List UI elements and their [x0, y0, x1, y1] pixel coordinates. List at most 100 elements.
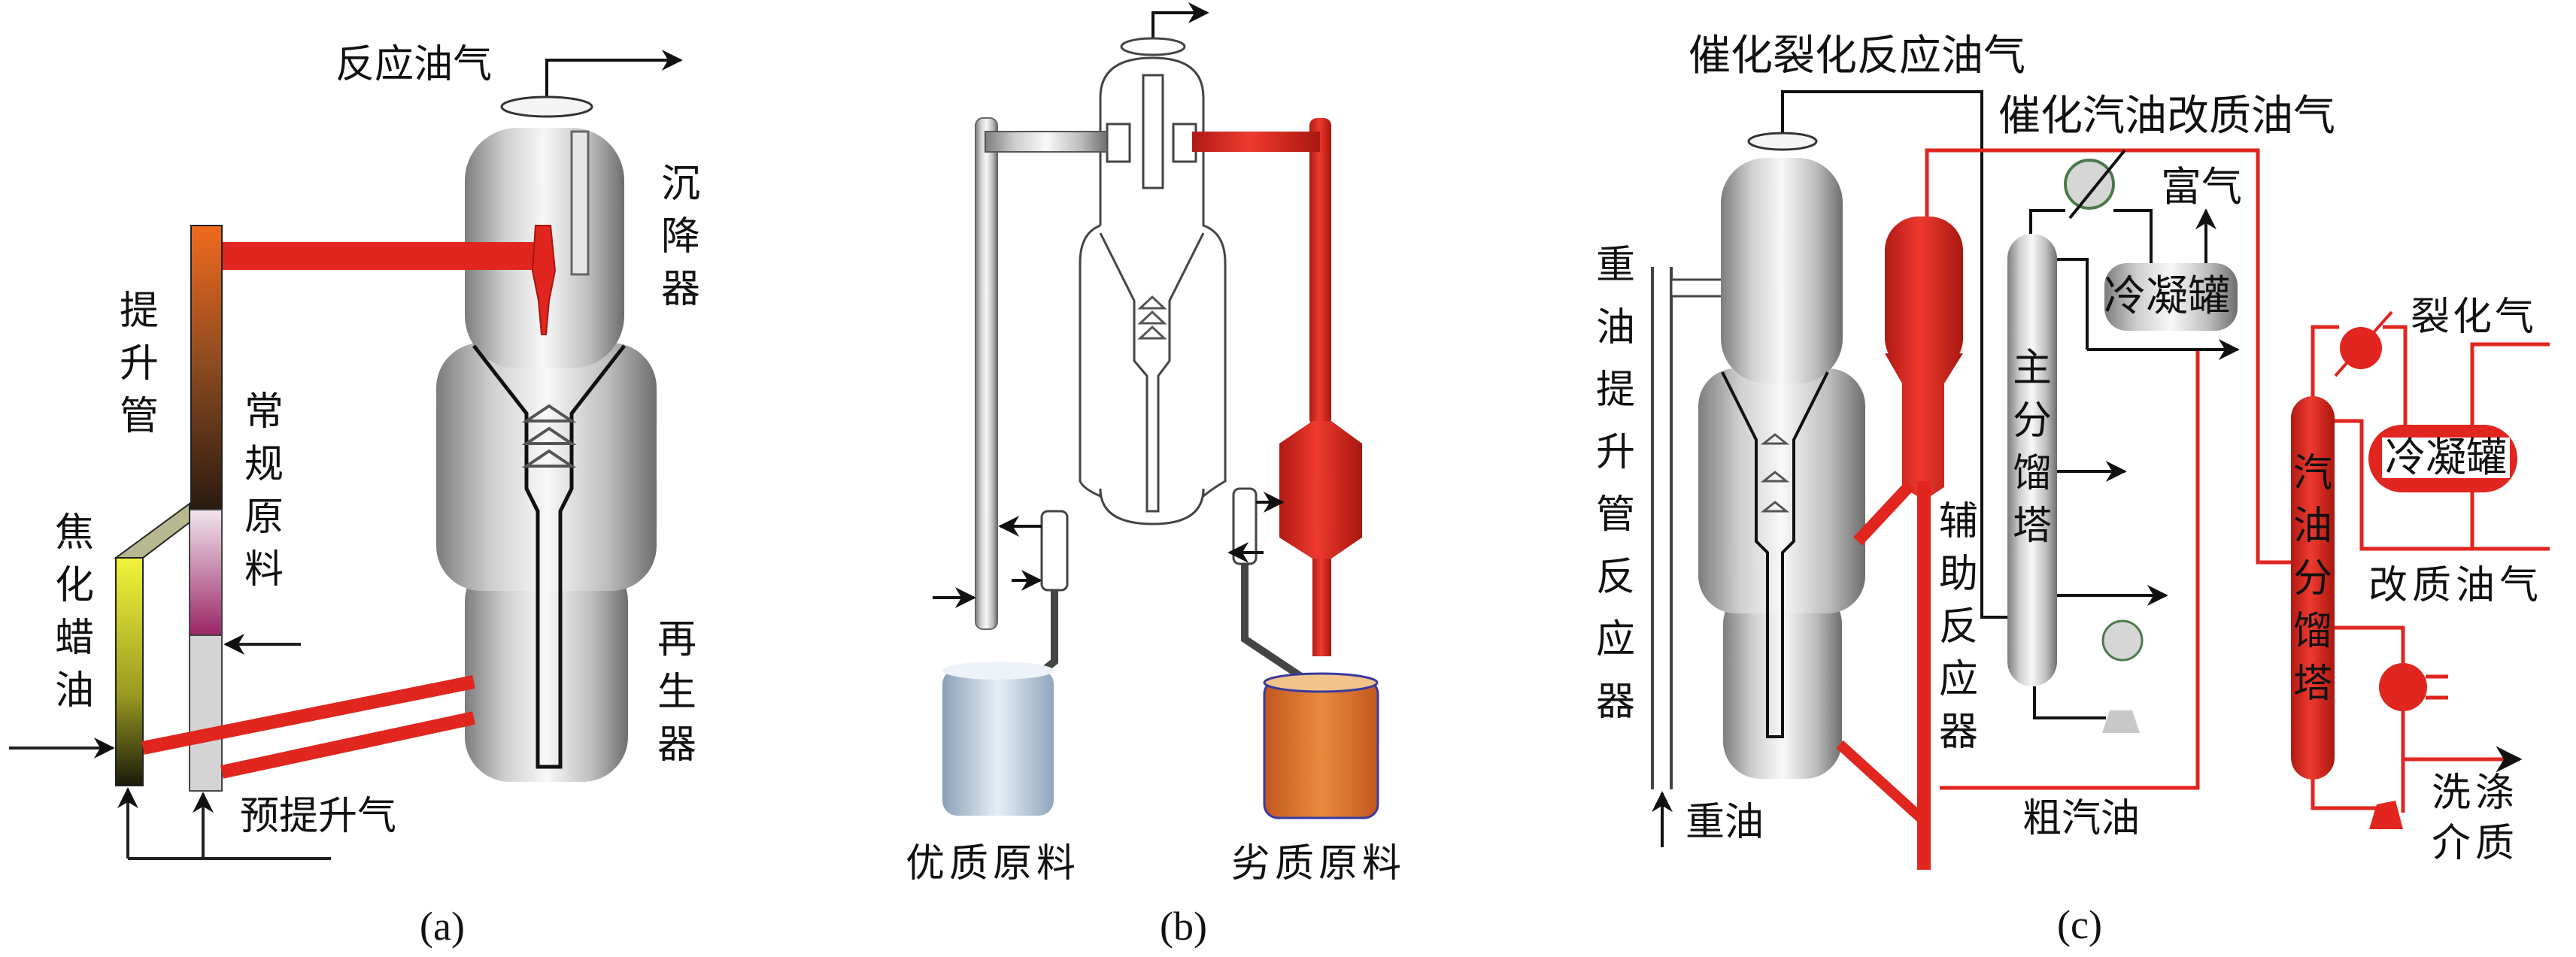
label-gasoline-fractionator: 汽油分馏塔 [2290, 454, 2335, 717]
label-washing-medium-1: 洗涤 [2432, 771, 2520, 816]
label-conventional-feed: 常规原料 [241, 392, 287, 603]
cyclone [570, 130, 590, 276]
c-reactor-middle-body [1698, 368, 1865, 613]
c-bottom-line [2311, 780, 2377, 810]
vertical-label-char: 塔 [2292, 662, 2332, 707]
vertical-label-char: 料 [244, 547, 284, 592]
vertical-label-char: 塔 [2012, 504, 2052, 549]
c-lower-exchanger-nozzles [2426, 674, 2448, 700]
b-baffle-3 [1137, 325, 1167, 340]
vertical-label-char: 常 [244, 389, 284, 435]
vertical-label-char: 管 [119, 394, 159, 439]
caption-c: (c) [2057, 902, 2102, 947]
coker-gas-oil-riser [115, 557, 144, 786]
c-side-line-to-tank [2335, 419, 2550, 551]
vertical-label-char: 应 [1595, 617, 1635, 662]
label-crude-gasoline: 粗汽油 [2022, 796, 2141, 841]
settler-internal-funnel [472, 344, 626, 769]
b-baffle-2 [1137, 310, 1167, 325]
c-bottom-pump-red [2369, 801, 2403, 829]
b-reactor-outline [1079, 56, 1227, 525]
b-grey-riser [975, 117, 998, 630]
c-condenser-tank-1 [2104, 263, 2238, 331]
vertical-label-char: 分 [2292, 556, 2332, 601]
c-top-flange [1747, 132, 1818, 151]
vertical-label-char: 降 [660, 214, 700, 259]
vertical-label-char: 器 [657, 722, 696, 768]
panel-a [9, 50, 683, 860]
label-coker-gas-oil: 焦化蜡油 [52, 513, 97, 724]
vertical-label-char: 器 [1595, 680, 1635, 725]
vertical-label-char: 重 [1595, 243, 1635, 288]
label-auxiliary-reactor: 辅助反应器 [1936, 502, 1981, 765]
caption-a: (a) [420, 904, 465, 949]
c-aux-feed-diagonal-2 [1836, 740, 1926, 824]
b-top-flange [1120, 37, 1186, 56]
b-outlet-line [1151, 2, 1209, 41]
c-gasoline-fractionator [2291, 396, 2335, 780]
regenerated-catalyst-line-2 [220, 711, 475, 779]
riser-outlet-red-pipe [222, 242, 542, 270]
label-heavy-oil-riser-reactor: 重油提升管反应器 [1593, 246, 1638, 745]
baffle-2 [521, 426, 577, 445]
vertical-label-char: 提 [1595, 368, 1635, 413]
vertical-label-char: 器 [1938, 710, 1978, 755]
vertical-label-char: 油 [2292, 504, 2332, 549]
vertical-label-char: 油 [1595, 305, 1635, 350]
label-heavy-oil: 重油 [1685, 800, 1764, 845]
c-top-loop-line [2311, 325, 2408, 425]
label-high-quality-feed: 优质原料 [906, 841, 1081, 886]
c-overhead-condenser [2064, 159, 2115, 210]
vertical-label-char: 反 [1938, 604, 1978, 650]
regenerated-catalyst-line-1 [141, 675, 475, 755]
b-red-vessel [1279, 421, 1362, 559]
vertical-label-char: 再 [657, 617, 696, 662]
baffle-3 [521, 449, 577, 468]
vertical-label-char: 升 [119, 341, 159, 386]
b-red-riser [1309, 118, 1331, 426]
riser-red-nozzle [531, 225, 557, 335]
b-left-stripper [1040, 510, 1069, 592]
label-fcc-reaction-oil-gas: 催化裂化反应油气 [1689, 32, 2025, 80]
label-cracked-gas: 裂化气 [2411, 295, 2538, 340]
c-reboiler [2101, 619, 2144, 662]
vertical-label-char: 油 [54, 668, 94, 713]
label-condenser-tank-1: 冷凝罐 [2104, 272, 2230, 321]
vertical-label-char: 反 [1595, 555, 1635, 600]
c-reaction-gas-line [1781, 90, 2007, 619]
vertical-label-char: 沉 [660, 162, 700, 207]
vertical-label-char: 升 [1595, 430, 1635, 475]
vertical-label-char: 馏 [2292, 609, 2332, 654]
vertical-label-char: 焦 [54, 510, 94, 556]
c-aux-reactor-neck [1885, 353, 1963, 496]
c-baffle-2 [1760, 471, 1790, 483]
c-aux-reactor-tube [1917, 481, 1931, 870]
vertical-label-char: 化 [54, 563, 94, 608]
vertical-label-char: 器 [660, 267, 700, 312]
label-pre-lift-gas: 预提升气 [240, 794, 397, 839]
c-cracked-gas-line [2470, 342, 2550, 425]
c-main-fractionator [2007, 234, 2057, 686]
vertical-label-char: 原 [244, 495, 284, 540]
c-bottom-pump-line [2033, 686, 2106, 719]
settler-top-flange [500, 95, 593, 118]
good-feed-cylinder [942, 669, 1054, 816]
good-feed-cylinder-top [942, 662, 1054, 680]
label-regenerator: 再生器 [654, 620, 699, 778]
c-baffle-1 [1760, 433, 1790, 445]
c-gasoline-feed-line [2256, 350, 2291, 565]
c-condenser-slash [2068, 149, 2126, 220]
label-fcc-gasoline-upgraded-gas: 催化汽油改质油气 [1998, 92, 2335, 141]
vertical-label-char: 管 [1595, 492, 1635, 538]
c-aux-reactor-top [1885, 217, 1963, 372]
panel-b [933, 2, 1379, 819]
bad-feed-cylinder [1263, 679, 1379, 819]
pre-lift-zone [189, 634, 223, 792]
c-bottom-pump [2102, 710, 2140, 733]
label-settler: 沉降器 [658, 165, 703, 323]
vertical-label-char: 提 [119, 289, 159, 334]
c-baffle-3 [1760, 501, 1790, 513]
regenerator-lower-body [465, 556, 628, 782]
label-riser: 提升管 [117, 292, 162, 450]
label-condenser-tank-2: 冷凝罐 [2382, 438, 2510, 478]
